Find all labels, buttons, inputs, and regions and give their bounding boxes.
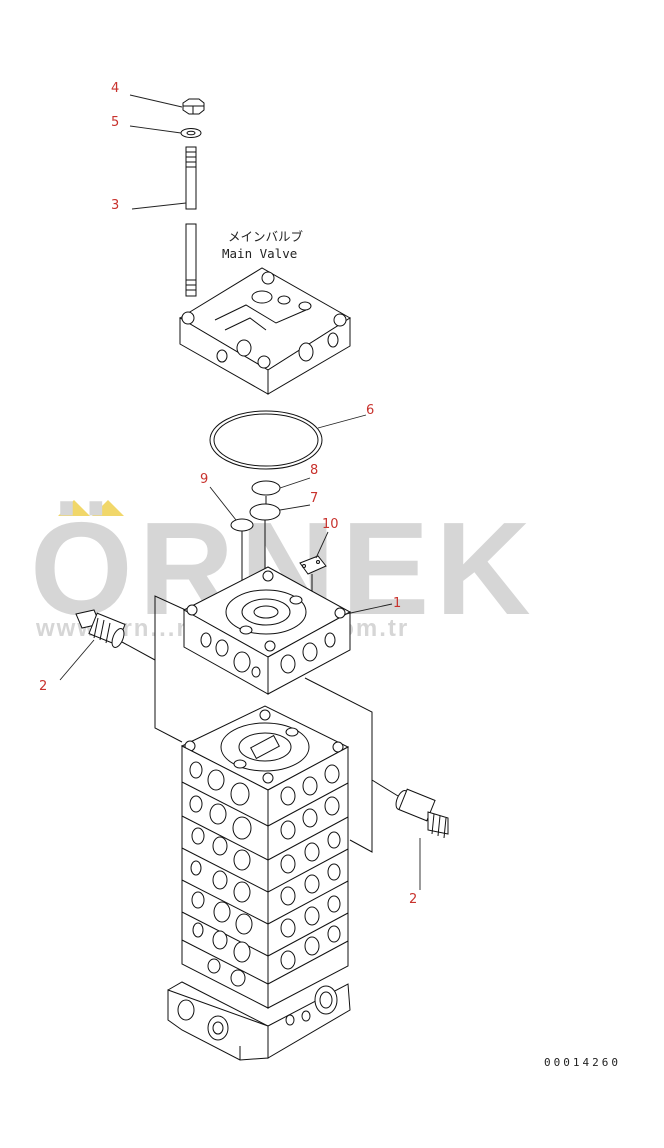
nut-part-4 <box>182 98 205 115</box>
o-ring-part-6 <box>209 410 323 470</box>
callout-10: 10 <box>322 517 339 532</box>
leader-5 <box>129 125 182 134</box>
callout-2-left: 2 <box>39 679 47 694</box>
o-ring-part-7 <box>249 503 281 521</box>
leader-1 <box>345 603 393 615</box>
callout-8: 8 <box>310 463 318 478</box>
o-ring-part-8 <box>251 480 281 496</box>
leader-2-left <box>59 639 95 681</box>
relief-valve-part-2-right <box>395 788 449 839</box>
leader-10 <box>315 531 329 559</box>
leader-7 <box>279 504 311 511</box>
callout-7: 7 <box>310 491 318 506</box>
callout-6: 6 <box>366 403 374 418</box>
leader-9 <box>209 486 237 521</box>
leader-3 <box>131 202 187 210</box>
callout-5: 5 <box>111 115 119 130</box>
main-valve-stack <box>167 705 351 1061</box>
callouts: 4 5 3 6 8 9 7 10 1 2 2 <box>39 81 417 907</box>
plate-part-10 <box>299 555 327 575</box>
watermark-accent-left <box>58 500 90 516</box>
leader-4 <box>129 94 183 108</box>
callout-2-right: 2 <box>409 892 417 907</box>
leader-8 <box>279 477 311 489</box>
washer-part-5 <box>180 128 202 138</box>
o-ring-part-9 <box>230 518 254 532</box>
valve-section-part-1 <box>182 566 352 695</box>
leader-lines <box>59 94 421 890</box>
top-cover-block <box>179 267 351 395</box>
relief-valve-part-2-left <box>75 609 126 648</box>
caption-japanese: メインバルブ <box>228 229 304 244</box>
callout-9: 9 <box>200 472 208 487</box>
callout-4: 4 <box>111 81 119 96</box>
watermark-accent-right <box>92 500 124 516</box>
caption-english: Main Valve <box>222 246 297 261</box>
leader-6 <box>317 414 367 429</box>
document-number: 00014260 <box>544 1056 621 1069</box>
callout-1: 1 <box>393 596 401 611</box>
main-valve-caption: メインバルブ Main Valve <box>222 229 304 261</box>
callout-3: 3 <box>111 198 119 213</box>
stud-bolt-part-3 <box>185 146 197 297</box>
